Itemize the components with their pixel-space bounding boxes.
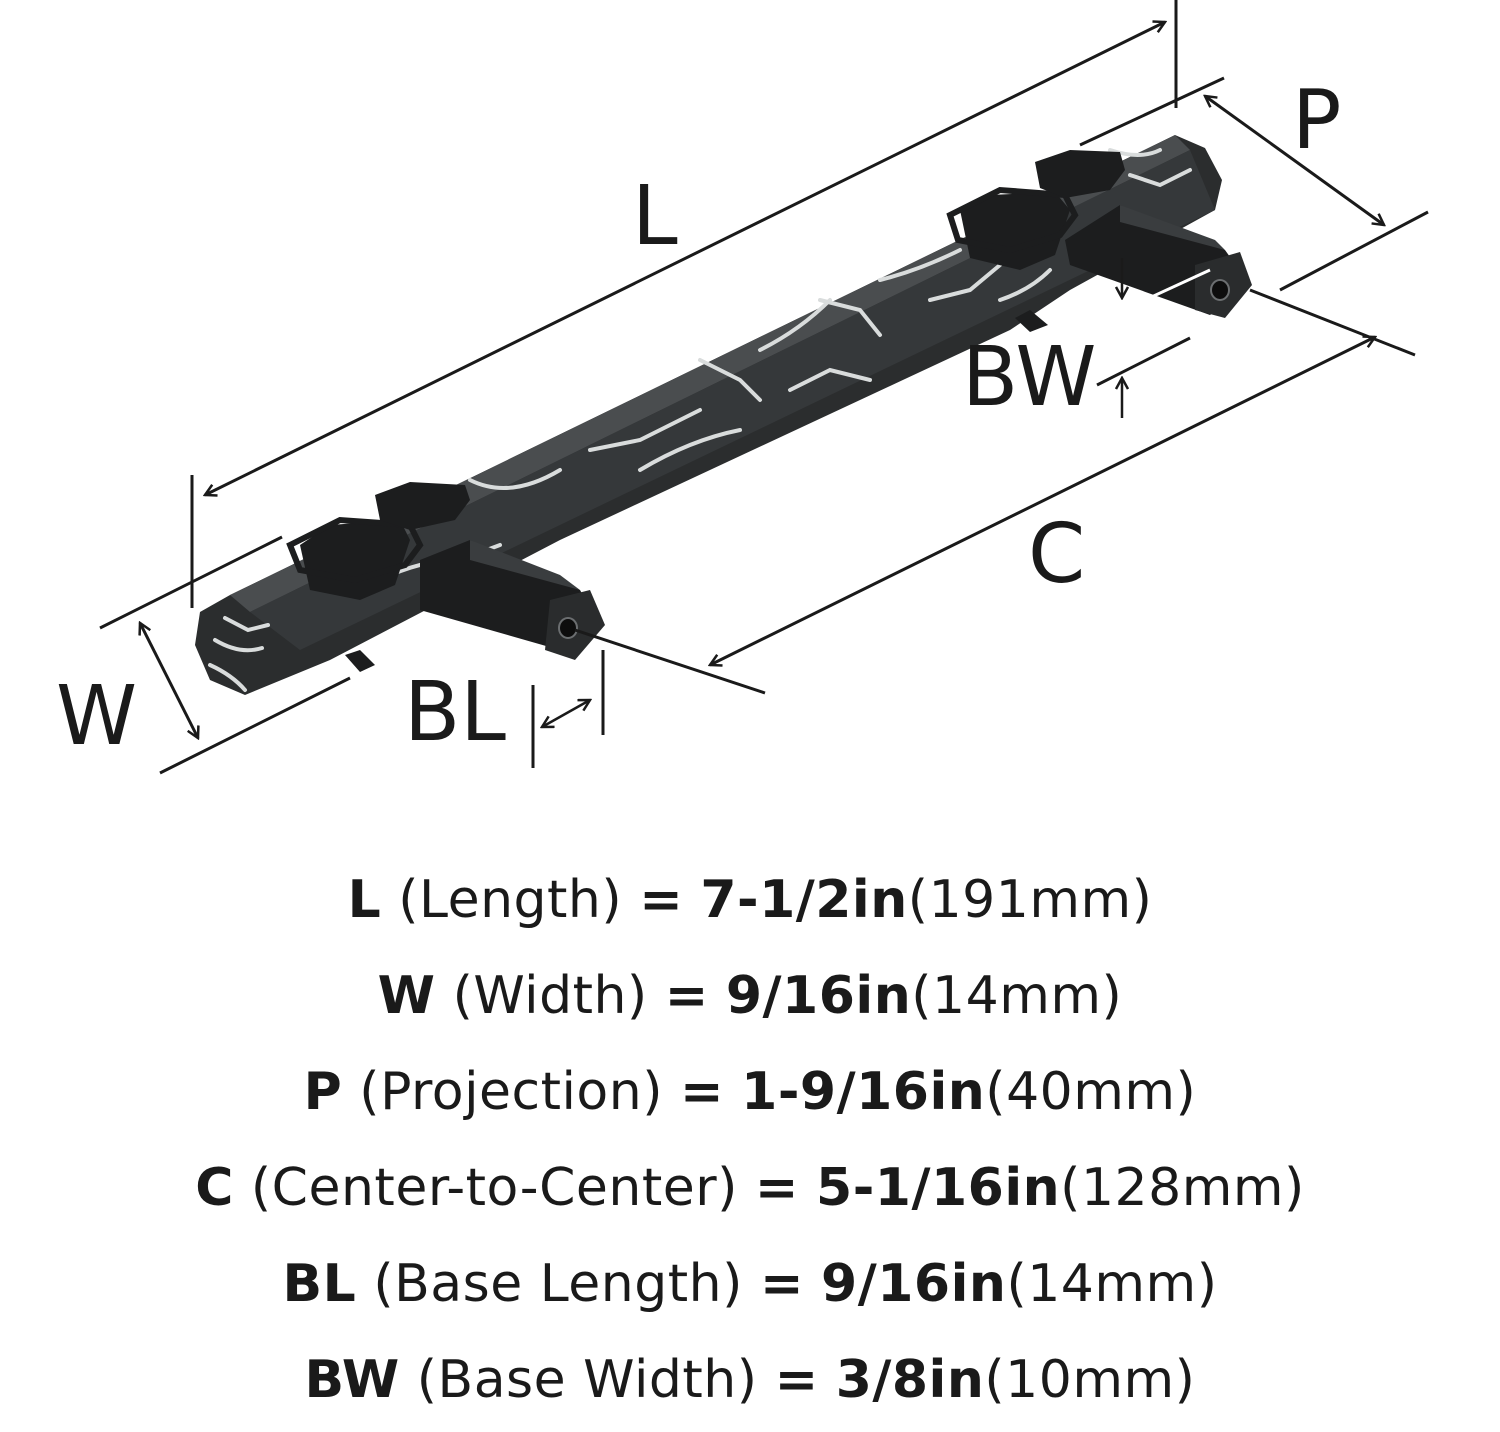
spec-inches: 9/16in (821, 1254, 1007, 1314)
spec-description: (Center-to-Center) (250, 1158, 738, 1218)
spec-inches: 7-1/2in (700, 870, 908, 930)
dimension-spec-list: L (Length) = 7-1/2in(191mm) W (Width) = … (0, 852, 1500, 1428)
spec-key: L (347, 870, 382, 930)
spec-projection: P (Projection) = 1-9/16in(40mm) (0, 1044, 1500, 1140)
spec-key: BW (304, 1350, 400, 1410)
spec-description: (Base Length) (373, 1254, 743, 1314)
spec-description: (Width) (452, 966, 648, 1026)
spec-inches: 3/8in (835, 1350, 985, 1410)
label-BL: BL (404, 665, 506, 760)
spec-description: (Projection) (359, 1062, 663, 1122)
spec-millimeters: (40mm) (985, 1062, 1197, 1122)
spec-key: BL (282, 1254, 357, 1314)
spec-equals: = (774, 1350, 819, 1410)
dimension-lines (99, 0, 1429, 775)
spec-millimeters: (14mm) (911, 966, 1123, 1026)
spec-equals: = (759, 1254, 805, 1314)
handle-dimension-diagram: L P BW C W BL (56, 0, 1429, 775)
spec-length: L (Length) = 7-1/2in(191mm) (0, 852, 1500, 948)
spec-base-length: BL (Base Length) = 9/16in(14mm) (0, 1236, 1500, 1332)
spec-equals: = (639, 870, 684, 930)
spec-key: W (377, 966, 436, 1026)
spec-description: (Length) (398, 870, 623, 930)
spec-key: C (195, 1158, 234, 1218)
spec-inches: 1-9/16in (741, 1062, 986, 1122)
spec-millimeters: (128mm) (1060, 1158, 1305, 1218)
label-W: W (56, 669, 137, 764)
spec-equals: = (754, 1158, 799, 1218)
spec-equals: = (664, 966, 709, 1026)
spec-width: W (Width) = 9/16in(14mm) (0, 948, 1500, 1044)
spec-millimeters: (191mm) (907, 870, 1153, 930)
spec-millimeters: (14mm) (1006, 1254, 1218, 1314)
label-P: P (1292, 73, 1341, 168)
spec-equals: = (680, 1062, 725, 1122)
spec-base-width: BW (Base Width) = 3/8in(10mm) (0, 1332, 1500, 1428)
spec-inches: 5-1/16in (816, 1158, 1061, 1218)
spec-description: (Base Width) (416, 1350, 758, 1410)
spec-inches: 9/16in (725, 966, 912, 1026)
label-BW: BW (962, 330, 1096, 425)
label-L: L (632, 169, 678, 264)
label-C: C (1028, 507, 1085, 602)
spec-key: P (303, 1062, 343, 1122)
spec-millimeters: (10mm) (984, 1350, 1196, 1410)
spec-center-to-center: C (Center-to-Center) = 5-1/16in(128mm) (0, 1140, 1500, 1236)
left-base (286, 482, 605, 672)
